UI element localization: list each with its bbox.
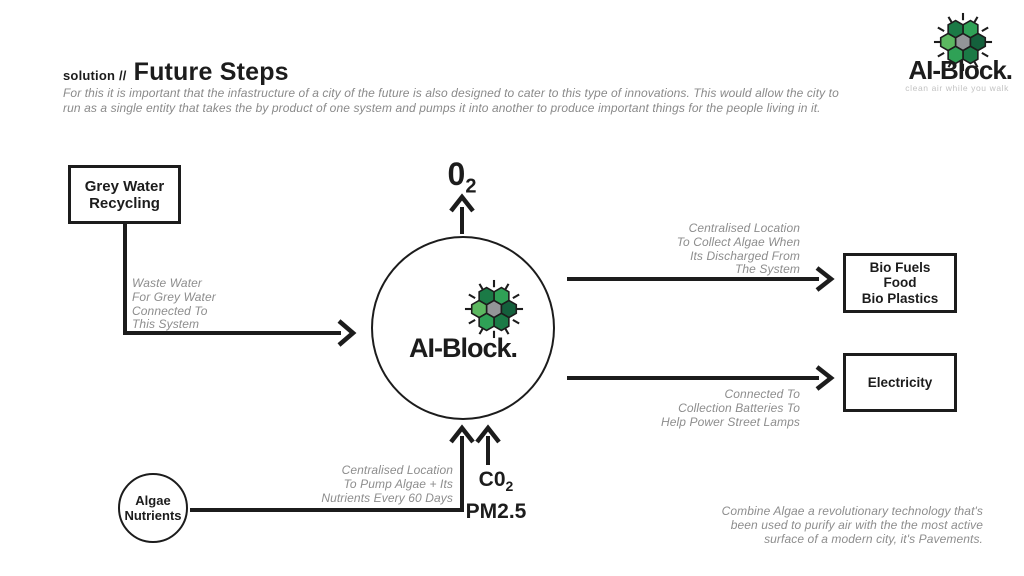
node-label-line: Food xyxy=(883,275,917,291)
annotation-line: Waste Water xyxy=(132,276,203,290)
annotation-line: Connected To xyxy=(724,387,800,401)
o2-output-label: 02 xyxy=(412,156,512,198)
annotation-line: Connected To xyxy=(132,303,208,318)
node-label-line: Bio Plastics xyxy=(861,290,939,306)
title-kicker: solution // xyxy=(63,68,127,83)
annotation-line: The System xyxy=(734,262,800,277)
o2-subscript: 2 xyxy=(465,175,477,198)
annotation-waste-water: Waste Water For Grey Water Connected To … xyxy=(132,276,292,332)
title-main: Future Steps xyxy=(133,58,289,86)
annotation-line: To Pump Algae + Its xyxy=(343,476,453,491)
annotation-line: Help Power Street Lamps xyxy=(660,414,800,429)
node-label-line: Bio Fuels xyxy=(869,259,931,275)
annotation-line: been used to purify air with the the mos… xyxy=(730,517,983,532)
co2-label: C02 xyxy=(446,467,546,499)
arrow-co2-to-system xyxy=(475,424,501,465)
node-label-line: Algae xyxy=(135,493,171,508)
node-label-line: Grey Water xyxy=(84,177,165,195)
intro-line-1: For this it is important that the infast… xyxy=(63,86,839,100)
annotation-combine-algae: Combine Algae a revolutionary technology… xyxy=(683,504,983,546)
page-title: solution // Future Steps xyxy=(63,58,289,87)
annotation-line: This System xyxy=(132,317,200,332)
ai-block-logo-icon xyxy=(930,9,996,75)
annotation-line: Collection Batteries To xyxy=(678,400,800,415)
annotation-collect-algae: Centralised Location To Collect Algae Wh… xyxy=(600,221,800,277)
annotation-batteries: Connected To Collection Batteries To Hel… xyxy=(600,387,800,429)
node-label-line: Recycling xyxy=(89,194,160,212)
co2-pm25-input-label: C02 PM2.5 xyxy=(446,467,546,525)
annotation-line: Its Discharged From xyxy=(690,248,800,263)
o2-base: 0 xyxy=(447,156,466,192)
node-electricity: Electricity xyxy=(843,353,957,412)
arrow-system-to-electricity xyxy=(567,365,835,391)
brand-tagline: clean air while you walk xyxy=(905,83,1009,93)
annotation-line: To Collect Algae When xyxy=(676,234,800,249)
arrow-system-to-o2 xyxy=(449,193,475,234)
node-label-line: Nutrients xyxy=(124,508,182,523)
node-algae-nutrients: Algae Nutrients xyxy=(118,473,188,543)
intro-line-2: run as a single entity that takes the by… xyxy=(63,100,821,115)
co2-base: C0 xyxy=(478,468,506,491)
annotation-pump-algae: Centralised Location To Pump Algae + Its… xyxy=(253,463,453,505)
node-bio-fuels: Bio Fuels Food Bio Plastics xyxy=(843,253,957,313)
brand-name: AI-Block. xyxy=(908,55,1013,85)
annotation-line: Centralised Location xyxy=(341,463,453,477)
central-system-node: AI-Block. xyxy=(371,236,555,420)
intro-paragraph: For this it is important that the infast… xyxy=(63,86,993,115)
annotation-line: Combine Algae a revolutionary technology… xyxy=(721,504,983,518)
pm25-label: PM2.5 xyxy=(465,500,527,524)
co2-subscript: 2 xyxy=(505,478,514,495)
annotation-line: Centralised Location xyxy=(688,221,800,235)
central-system-label: AI-Block. xyxy=(408,333,518,363)
annotation-line: For Grey Water xyxy=(132,289,216,304)
annotation-line: surface of a modern city, it's Pavements… xyxy=(764,531,983,546)
ai-block-logo-icon xyxy=(461,276,527,342)
node-label-line: Electricity xyxy=(867,375,933,390)
annotation-line: Nutrients Every 60 Days xyxy=(321,490,453,505)
node-grey-water-recycling: Grey Water Recycling xyxy=(68,165,181,224)
